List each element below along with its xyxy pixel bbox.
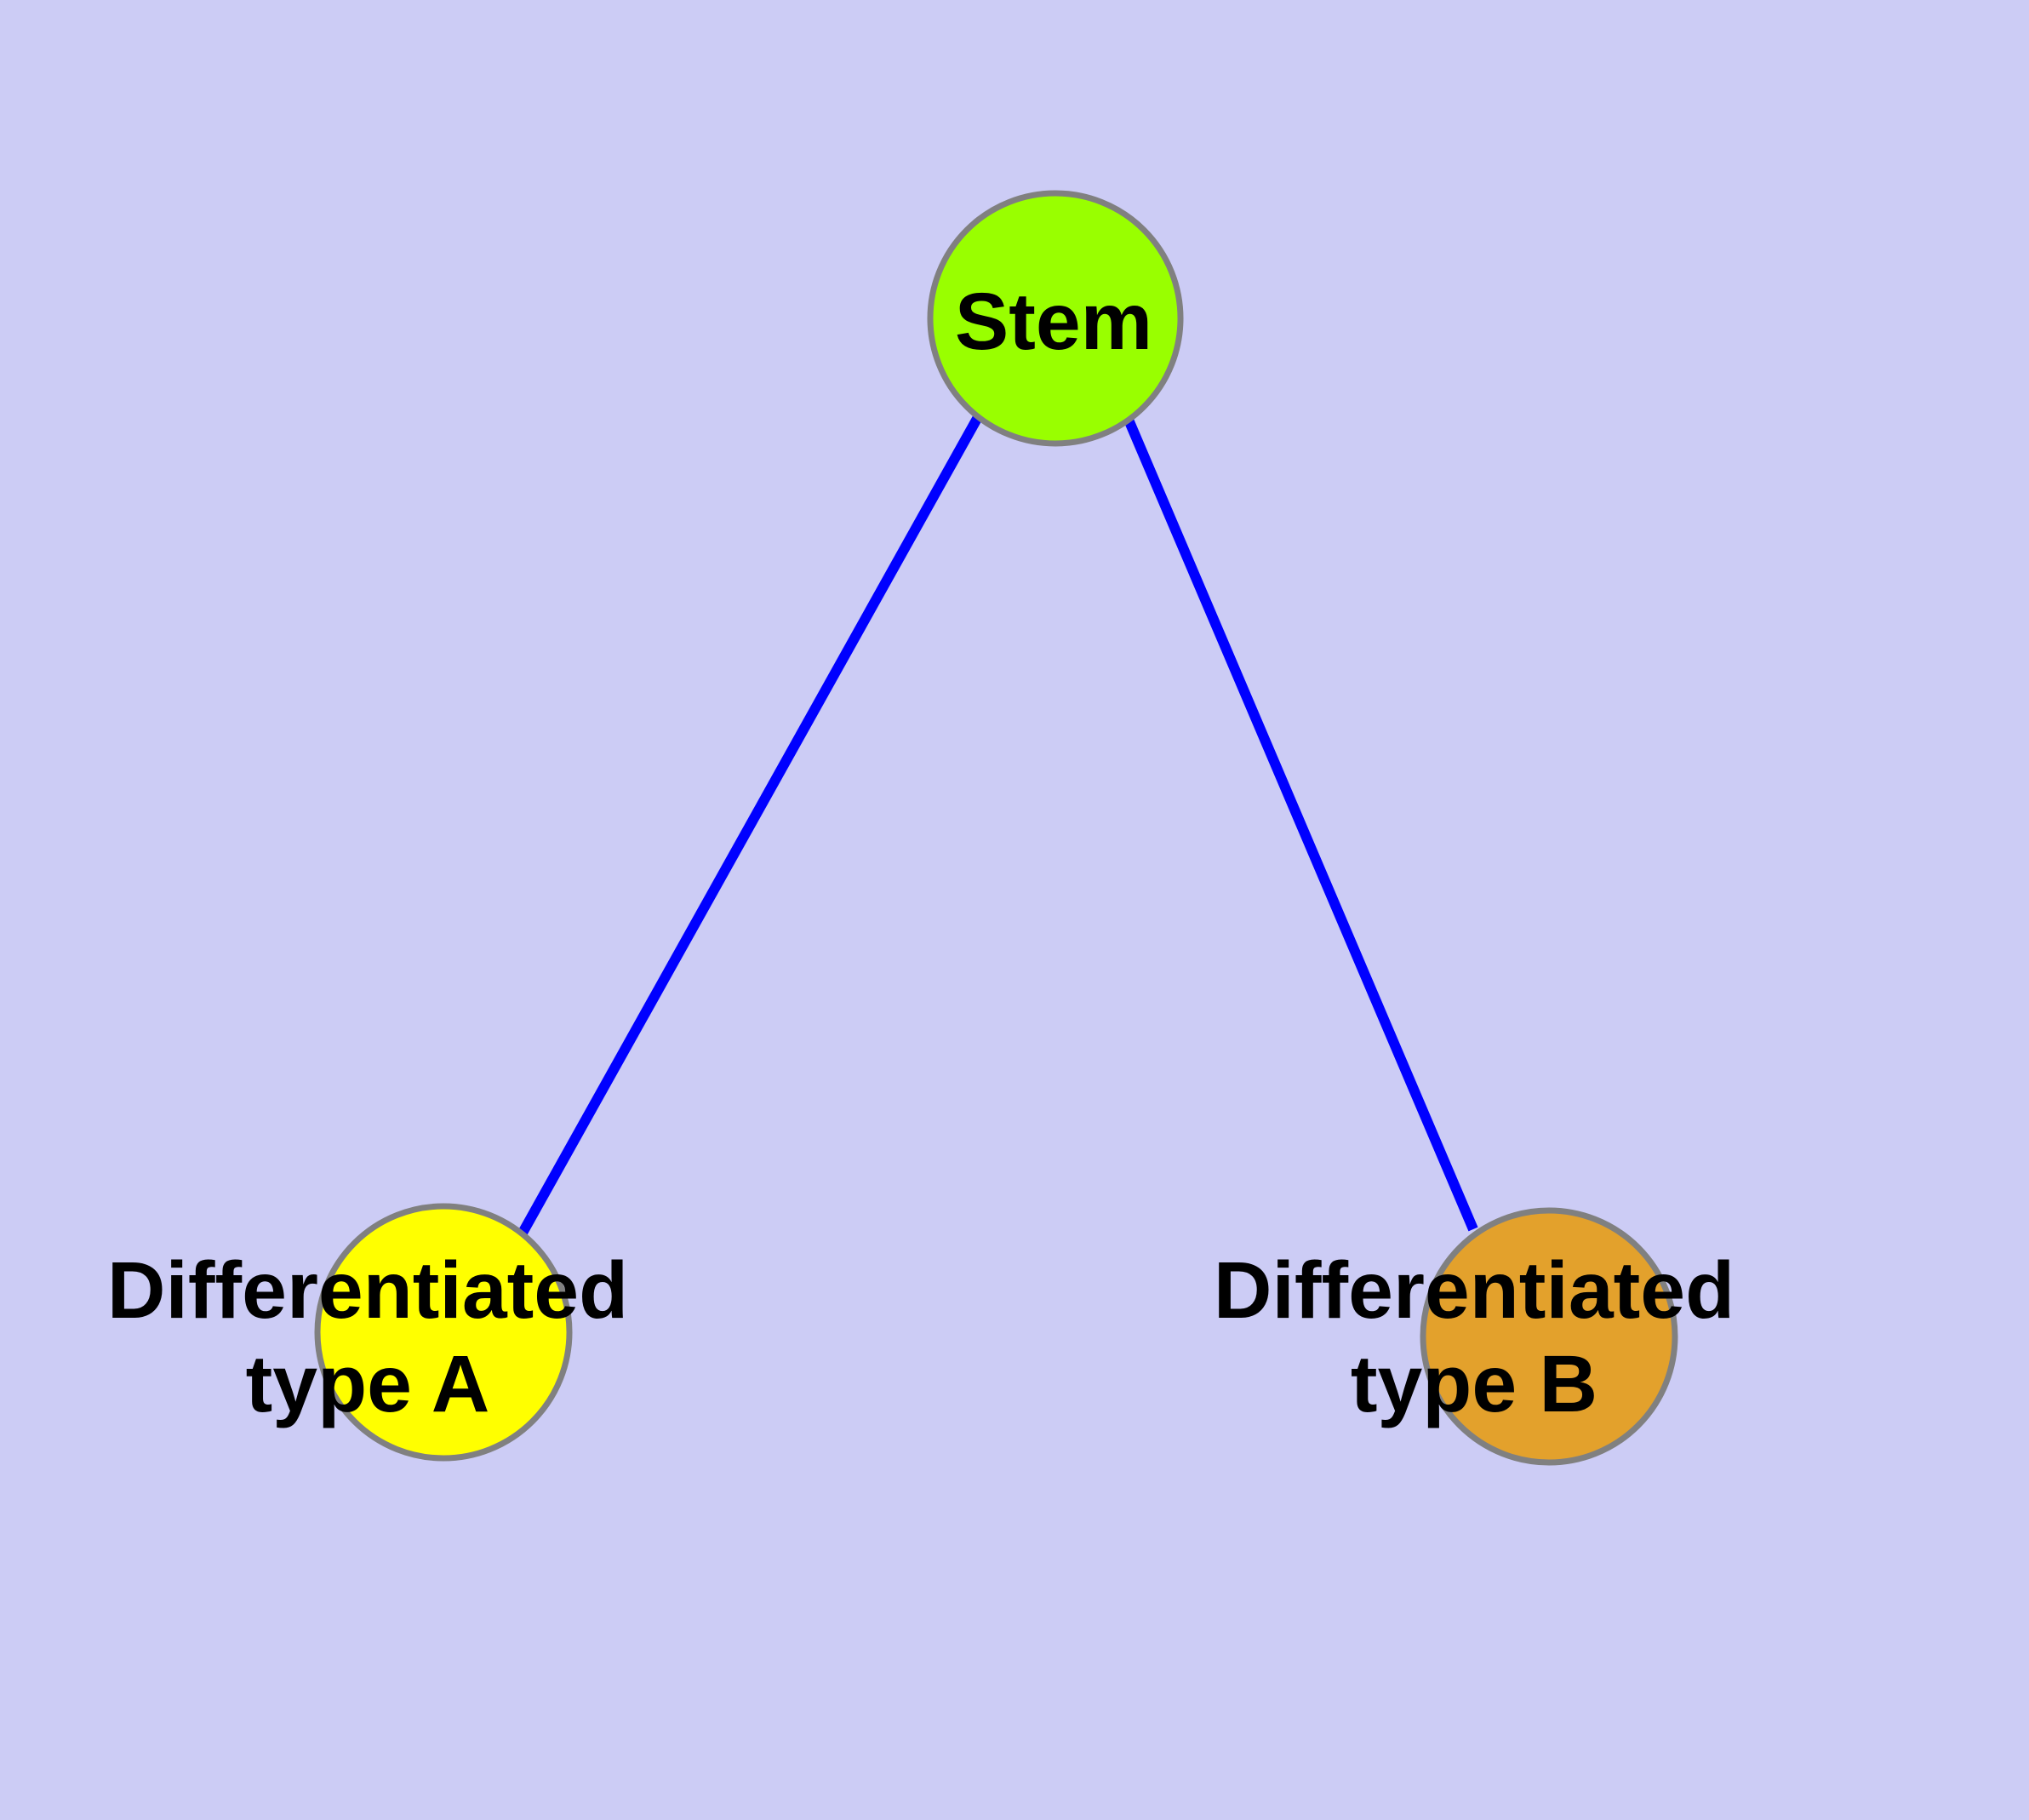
node-differentiated-type-a-label-line2: type A: [246, 1339, 490, 1429]
node-stem-label: Stem: [955, 277, 1152, 367]
node-differentiated-type-b[interactable]: [1420, 1207, 1678, 1466]
node-stem[interactable]: [927, 190, 1184, 447]
nodes-layer: [314, 190, 1678, 1466]
node-differentiated-type-a[interactable]: [314, 1203, 573, 1462]
node-differentiated-type-b-label-line2: type B: [1351, 1339, 1597, 1429]
edge-stem-to-differentiated-type-a[interactable]: [517, 415, 983, 1237]
edge-stem-to-differentiated-type-b[interactable]: [1121, 411, 1478, 1232]
node-differentiated-type-a-label-line1: Differentiated: [107, 1245, 628, 1336]
edges-layer: [517, 411, 1478, 1237]
node-differentiated-type-b-label-line1: Differentiated: [1214, 1245, 1735, 1336]
labels-layer: Stem Differentiated type A Differentiate…: [107, 277, 1735, 1429]
